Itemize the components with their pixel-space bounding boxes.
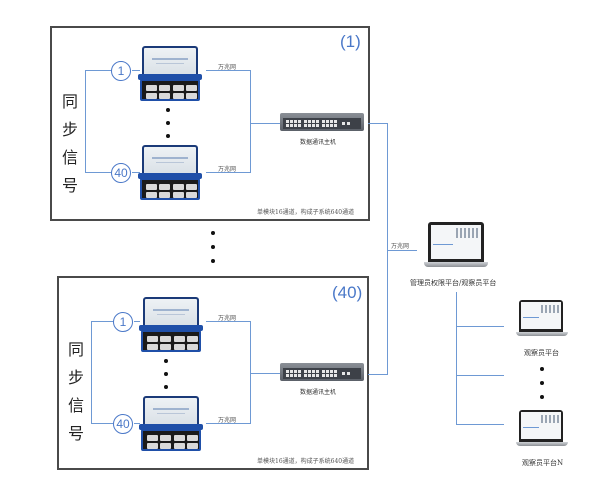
link-to-switch-40 (250, 373, 280, 374)
sync-line-top-40 (91, 321, 113, 322)
subsystem-label-40: (40) (332, 283, 363, 302)
ellipsis-dot (164, 385, 168, 389)
link-label-top-40: 万兆网 (218, 315, 237, 322)
sync-signal-label-1: 同 步 信 号 (61, 92, 78, 195)
acquisition-module-icon (139, 297, 203, 353)
ellipsis-dot (211, 231, 215, 235)
ellipsis-dot (166, 121, 170, 125)
link-label-top-1: 万兆网 (218, 64, 237, 71)
ellipsis-dot (211, 245, 215, 249)
ellipsis-dot (540, 367, 544, 371)
uplink-bus (387, 123, 388, 375)
network-switch-icon (280, 363, 364, 381)
acquisition-module-icon (139, 396, 203, 452)
sync-line-vertical-1 (85, 70, 86, 173)
link-line-top-40 (206, 321, 250, 322)
sync-line-bottom-1 (85, 172, 111, 173)
module-link-first-1 (132, 70, 140, 71)
module-link-last-40 (134, 423, 140, 424)
ellipsis-dot (164, 359, 168, 363)
subsystem-note-1: 单模块16通道，构成子系统640通道 (257, 209, 355, 216)
ellipsis-dot (540, 395, 544, 399)
acquisition-module-icon (138, 46, 202, 102)
link-bus-40 (250, 321, 251, 424)
subsystem-note-40: 单模块16通道，构成子系统640通道 (257, 458, 355, 465)
module-number-last-40: 40 (113, 414, 133, 434)
module-link-first-40 (134, 321, 140, 322)
uplink-line-40 (368, 374, 387, 375)
ellipsis-dot (540, 381, 544, 385)
observer-link-n (456, 424, 504, 425)
module-link-last-1 (132, 172, 140, 173)
link-line-bottom-1 (206, 172, 250, 173)
observer-link-mid (456, 375, 504, 376)
switch-caption-40: 数据通讯主机 (300, 389, 337, 396)
link-label-bottom-40: 万兆网 (218, 417, 237, 424)
link-label-bottom-1: 万兆网 (218, 166, 237, 173)
ellipsis-dot (166, 108, 170, 112)
uplink-to-admin (387, 250, 417, 251)
ellipsis-dot (211, 259, 215, 263)
module-number-first-40: 1 (113, 312, 133, 332)
observer-link-1 (456, 326, 504, 327)
switch-caption-1: 数据通讯主机 (300, 139, 337, 146)
uplink-line-1 (368, 123, 387, 124)
sync-signal-label-40: 同 步 信 号 (67, 340, 84, 443)
sync-line-top-1 (85, 70, 111, 71)
sync-line-vertical-40 (91, 321, 92, 424)
link-line-top-1 (206, 70, 250, 71)
sync-line-bottom-40 (91, 423, 113, 424)
link-line-bottom-40 (206, 423, 250, 424)
uplink-label: 万兆网 (391, 243, 410, 250)
link-to-switch-1 (250, 123, 280, 124)
observer-platform-caption-1: 观察员平台 (524, 349, 559, 357)
observer-bus (456, 292, 457, 425)
module-number-last-1: 40 (111, 163, 131, 183)
admin-platform-caption: 管理员权限平台/观察员平台 (410, 279, 497, 287)
module-number-first-1: 1 (111, 61, 131, 81)
network-switch-icon (280, 113, 364, 131)
ellipsis-dot (166, 134, 170, 138)
ellipsis-dot (164, 372, 168, 376)
link-bus-1 (250, 70, 251, 173)
subsystem-label-1: (1) (340, 32, 361, 51)
acquisition-module-icon (138, 145, 202, 201)
observer-platform-caption-n: 观察员平台N (522, 459, 564, 467)
